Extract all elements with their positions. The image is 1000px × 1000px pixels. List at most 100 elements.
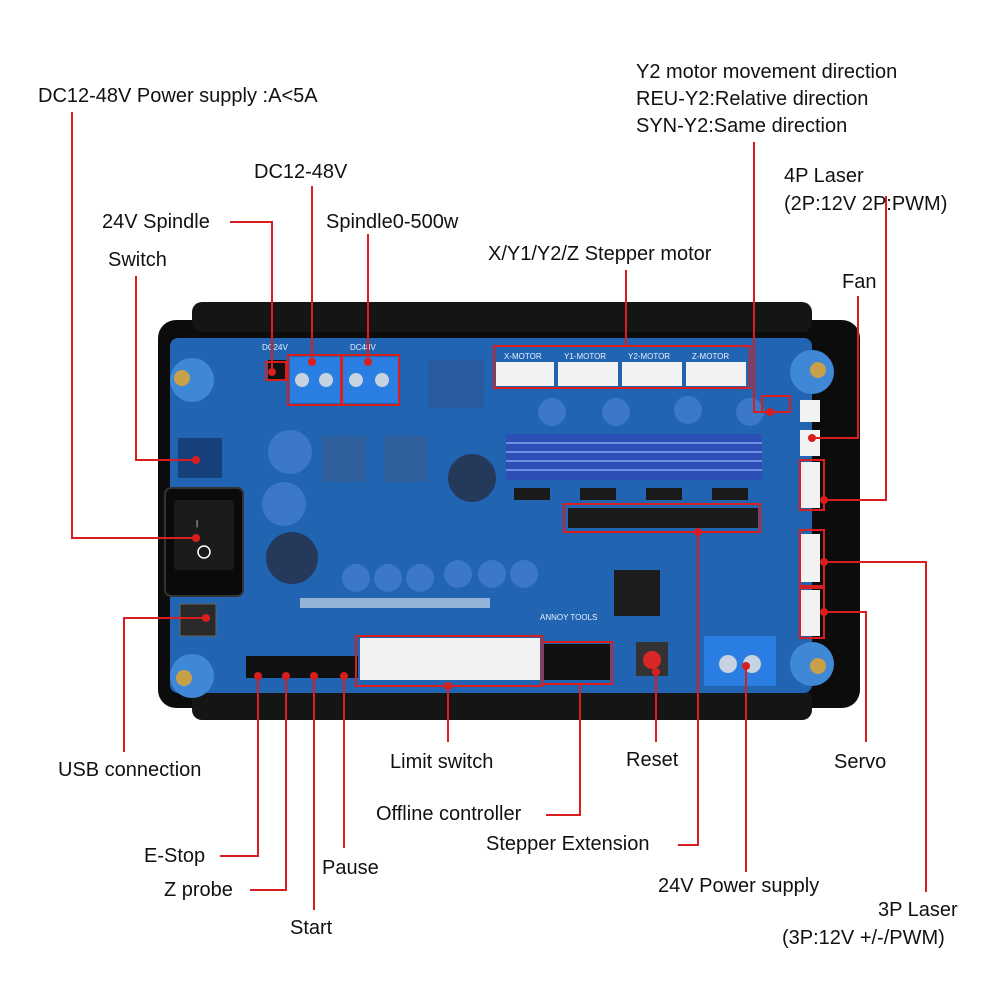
dot-start: [310, 672, 318, 680]
label-offline: Offline controller: [376, 803, 522, 825]
hl-spindle-24v: [265, 361, 287, 381]
motor-connectors: [496, 362, 746, 386]
dot-servo: [820, 608, 828, 616]
terminal-dc48v: [290, 357, 340, 403]
right-connectors: [800, 400, 820, 636]
mosfet-2: [384, 436, 428, 482]
label-dc-input: DC12-48V: [254, 161, 348, 183]
silk-z-motor: Z-MOTOR: [692, 352, 729, 361]
label-stepper-motor: X/Y1/Y2/Z Stepper motor: [488, 243, 712, 265]
silk-x-motor: X-MOTOR: [504, 352, 542, 361]
label-spindle-power: Spindle0-500w: [326, 211, 459, 233]
leader-switch: [135, 276, 196, 461]
label-y2-line1: Y2 motor movement direction: [636, 61, 897, 83]
dot-limit: [444, 682, 452, 690]
leader-fan: [812, 296, 859, 439]
label-zprobe: Z probe: [164, 879, 233, 901]
dot-stepper-ext: [694, 528, 702, 536]
leader-usb: [123, 617, 206, 752]
label-24v-power: 24V Power supply: [658, 875, 819, 897]
mount-post-tl: [170, 358, 214, 402]
leader-y2: [753, 142, 770, 413]
leader-servo: [824, 611, 867, 742]
leader-laser-4p: [824, 196, 887, 501]
dot-zprobe: [282, 672, 290, 680]
silk-dc24v: DC24V: [262, 343, 288, 352]
dot-fan: [808, 434, 816, 442]
mosfet-1: [322, 436, 366, 482]
dot-spindle-power: [364, 358, 372, 366]
label-spindle-24v: 24V Spindle: [102, 211, 210, 233]
leader-zprobe: [250, 676, 287, 891]
hl-spindle-power: [340, 354, 400, 406]
reset-button: [636, 642, 668, 676]
label-servo: Servo: [834, 751, 886, 773]
rocker-switch: |: [164, 487, 244, 597]
capacitors: [262, 396, 764, 592]
hl-laser-4p: [799, 459, 825, 511]
label-fan: Fan: [842, 271, 876, 293]
terminal-24v: [704, 636, 776, 686]
bottom-headers: [246, 598, 610, 680]
stepper-jumpers: [514, 488, 758, 528]
label-y2-line2: REU-Y2:Relative direction: [636, 88, 868, 110]
label-switch: Switch: [108, 249, 167, 271]
dot-pause: [340, 672, 348, 680]
dot-power-supply: [192, 534, 200, 542]
label-estop: E-Stop: [144, 845, 205, 867]
dot-estop: [254, 672, 262, 680]
silk-y2-motor: Y2-MOTOR: [628, 352, 670, 361]
label-stepper-ext: Stepper Extension: [486, 833, 649, 855]
top-plate: [192, 302, 812, 332]
silk-y1-motor: Y1-MOTOR: [564, 352, 606, 361]
leaders: [71, 112, 927, 910]
silk-dc48v: DC48V: [350, 343, 376, 352]
leader-offline: [546, 684, 581, 816]
leader-spindle-24v: [230, 221, 273, 372]
label-start: Start: [290, 917, 333, 939]
label-laser-3p-line1: 3P Laser: [878, 899, 958, 921]
leader-estop: [220, 676, 259, 857]
dot-dc-input: [308, 358, 316, 366]
dot-laser-4p: [820, 496, 828, 504]
label-usb: USB connection: [58, 759, 201, 781]
inductor-2: [266, 532, 318, 584]
dot-y2: [766, 408, 774, 416]
silk-brand: ANNOY TOOLS: [540, 613, 597, 622]
mount-post-bl: [170, 654, 214, 698]
dot-laser-3p: [820, 558, 828, 566]
label-pause: Pause: [322, 857, 379, 879]
hl-stepper-ext: [563, 503, 761, 533]
label-laser-4p-line2: (2P:12V 2P:PWM): [784, 193, 947, 215]
mount-post-br: [790, 642, 834, 686]
labels: DC12-48V Power supply :A<5A DC12-48V 24V…: [38, 61, 958, 949]
inductor: [448, 454, 496, 502]
label-y2-line3: SYN-Y2:Same direction: [636, 115, 847, 137]
hl-offline: [541, 641, 613, 685]
dot-switch: [192, 456, 200, 464]
svg-text:|: |: [196, 519, 198, 528]
hl-stepper-motor: [493, 345, 751, 389]
usb-port: [179, 603, 217, 637]
label-laser-4p-line1: 4P Laser: [784, 165, 864, 187]
leader-laser-3p: [824, 561, 927, 892]
leader-power-supply: [71, 112, 196, 539]
board: | DC24V DC48V: [158, 302, 860, 720]
label-reset: Reset: [626, 749, 679, 771]
mount-post-tr: [790, 350, 834, 394]
heatsink: [506, 434, 762, 480]
leader-stepper-ext: [678, 532, 699, 846]
dot-usb: [202, 614, 210, 622]
label-limit-switch: Limit switch: [390, 751, 493, 773]
dot-spindle-24v: [268, 368, 276, 376]
label-power-supply: DC12-48V Power supply :A<5A: [38, 85, 318, 107]
spindle-switch-block: [178, 438, 222, 478]
label-laser-3p-line2: (3P:12V +/-/PWM): [782, 927, 945, 949]
regulator-large: [428, 360, 484, 408]
dot-reset: [652, 668, 660, 676]
mcu-chip: [614, 570, 660, 616]
dot-24v: [742, 662, 750, 670]
hl-y2-jumper: [761, 395, 791, 413]
